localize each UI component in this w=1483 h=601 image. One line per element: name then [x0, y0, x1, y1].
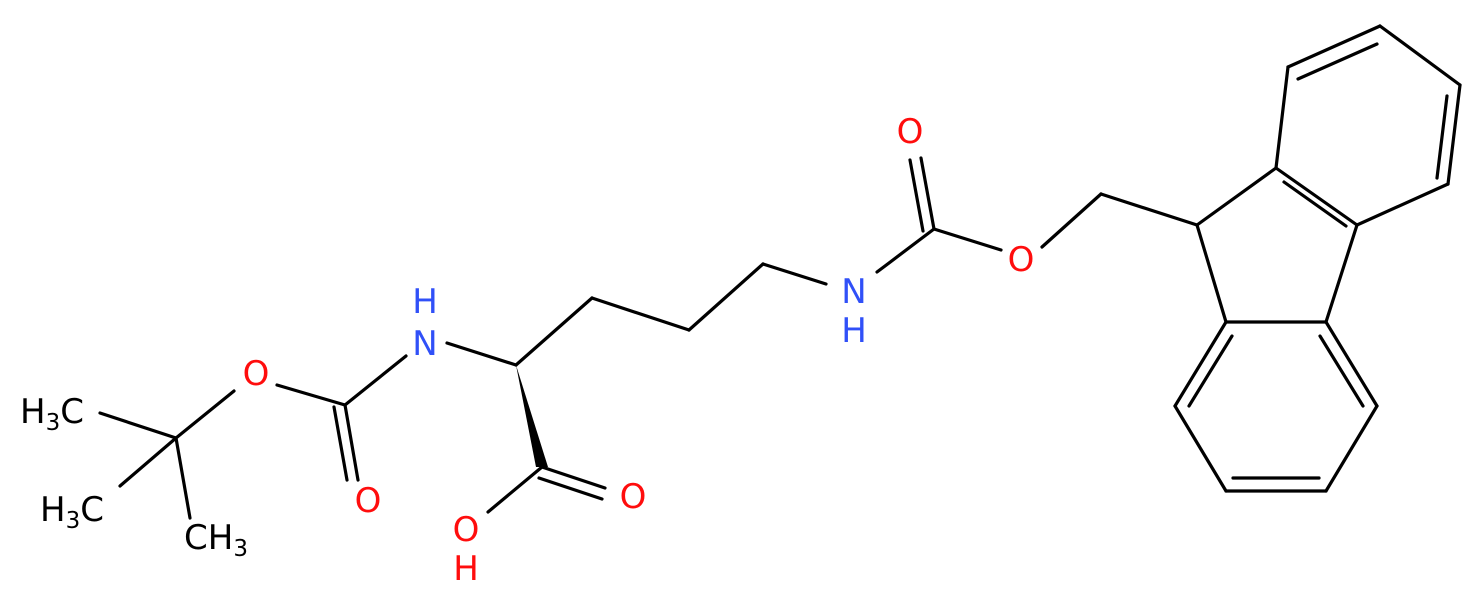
- bond-oboc-cboc: [275, 383, 347, 407]
- nh-delta-n-label: N: [841, 272, 866, 312]
- o-fmoc-carbonyl-label: O: [897, 112, 924, 152]
- bond-c9-c8a: [1195, 223, 1228, 324]
- o-acid-carbonyl-label: O: [620, 477, 647, 517]
- bond-ch3top-cq: [98, 411, 178, 440]
- bond-c9-c9a: [1195, 166, 1278, 227]
- bond-c3-c4-inner: [1435, 94, 1449, 180]
- bond-ndelta-cfmoc: [875, 227, 936, 274]
- bond-ch3mid-cq: [118, 436, 178, 488]
- ch3-bot-label: CH3: [184, 518, 248, 562]
- bond-c5-c4b: [1324, 320, 1379, 408]
- bond-c9a-c4a: [1274, 166, 1359, 227]
- bond-cacid-oh: [486, 465, 544, 514]
- oh-acid-h-label: H: [453, 549, 479, 589]
- bond-c2-c3: [1378, 24, 1462, 87]
- bond-cacid-co-1: [540, 465, 607, 490]
- wedge-bond-calpha-cacid: [516, 365, 548, 467]
- bond-n-calpha: [445, 341, 518, 367]
- nh-alpha-h-label: H: [412, 282, 438, 322]
- bond-cq-oboc: [174, 389, 236, 440]
- o-fmoc-ether-label: O: [1008, 240, 1035, 280]
- bond-c5-c4b-inner: [1318, 334, 1365, 408]
- ch3-mid-label: H3C: [40, 490, 104, 534]
- bond-cq-ch3bot: [174, 436, 192, 520]
- bond-cg-cd: [687, 262, 765, 332]
- bond-c8-c7: [1173, 404, 1228, 493]
- bond-c1-c2: [1286, 24, 1382, 69]
- atom-labels: H3C H3C CH3 O O H N O O H N H O O: [20, 112, 1034, 589]
- bond-c3-c4: [1446, 83, 1462, 186]
- bond-cfmoc-co-2: [908, 158, 925, 233]
- bond-ch2-c9: [1099, 192, 1199, 227]
- bond-cboc-n: [343, 354, 408, 407]
- bond-c8a-c8-inner: [1187, 334, 1234, 408]
- bond-c4a-c4b: [1324, 223, 1359, 324]
- bonds: [98, 24, 1462, 520]
- o-boc-carbonyl-label: O: [355, 481, 382, 521]
- bond-c1-c2-inner: [1296, 42, 1379, 81]
- bond-cd-ndelta: [761, 262, 828, 286]
- o-boc-ether-label: O: [243, 354, 270, 394]
- bond-cfmoc-oether: [932, 227, 1003, 252]
- bond-oether-ch2: [1040, 192, 1103, 249]
- bond-c4-c4a: [1355, 182, 1450, 227]
- bond-c6-c5: [1324, 404, 1379, 493]
- nh-delta-h-label: H: [841, 311, 867, 351]
- bond-cb-cg: [590, 296, 691, 332]
- oh-acid-o-label: O: [453, 510, 480, 550]
- bond-c8a-c8: [1173, 320, 1228, 408]
- ch3-top-label: H3C: [20, 392, 84, 436]
- bond-c9a-c1: [1274, 65, 1290, 170]
- bond-c9a-c4a-inner: [1282, 180, 1348, 228]
- bond-cboc-co-1: [343, 403, 360, 482]
- bond-cacid-co-2: [537, 476, 604, 501]
- nh-alpha-n-label: N: [412, 324, 437, 364]
- bond-calpha-cb: [514, 296, 594, 367]
- bond-cfmoc-co-1: [919, 156, 936, 231]
- bond-cboc-co-2: [332, 405, 349, 482]
